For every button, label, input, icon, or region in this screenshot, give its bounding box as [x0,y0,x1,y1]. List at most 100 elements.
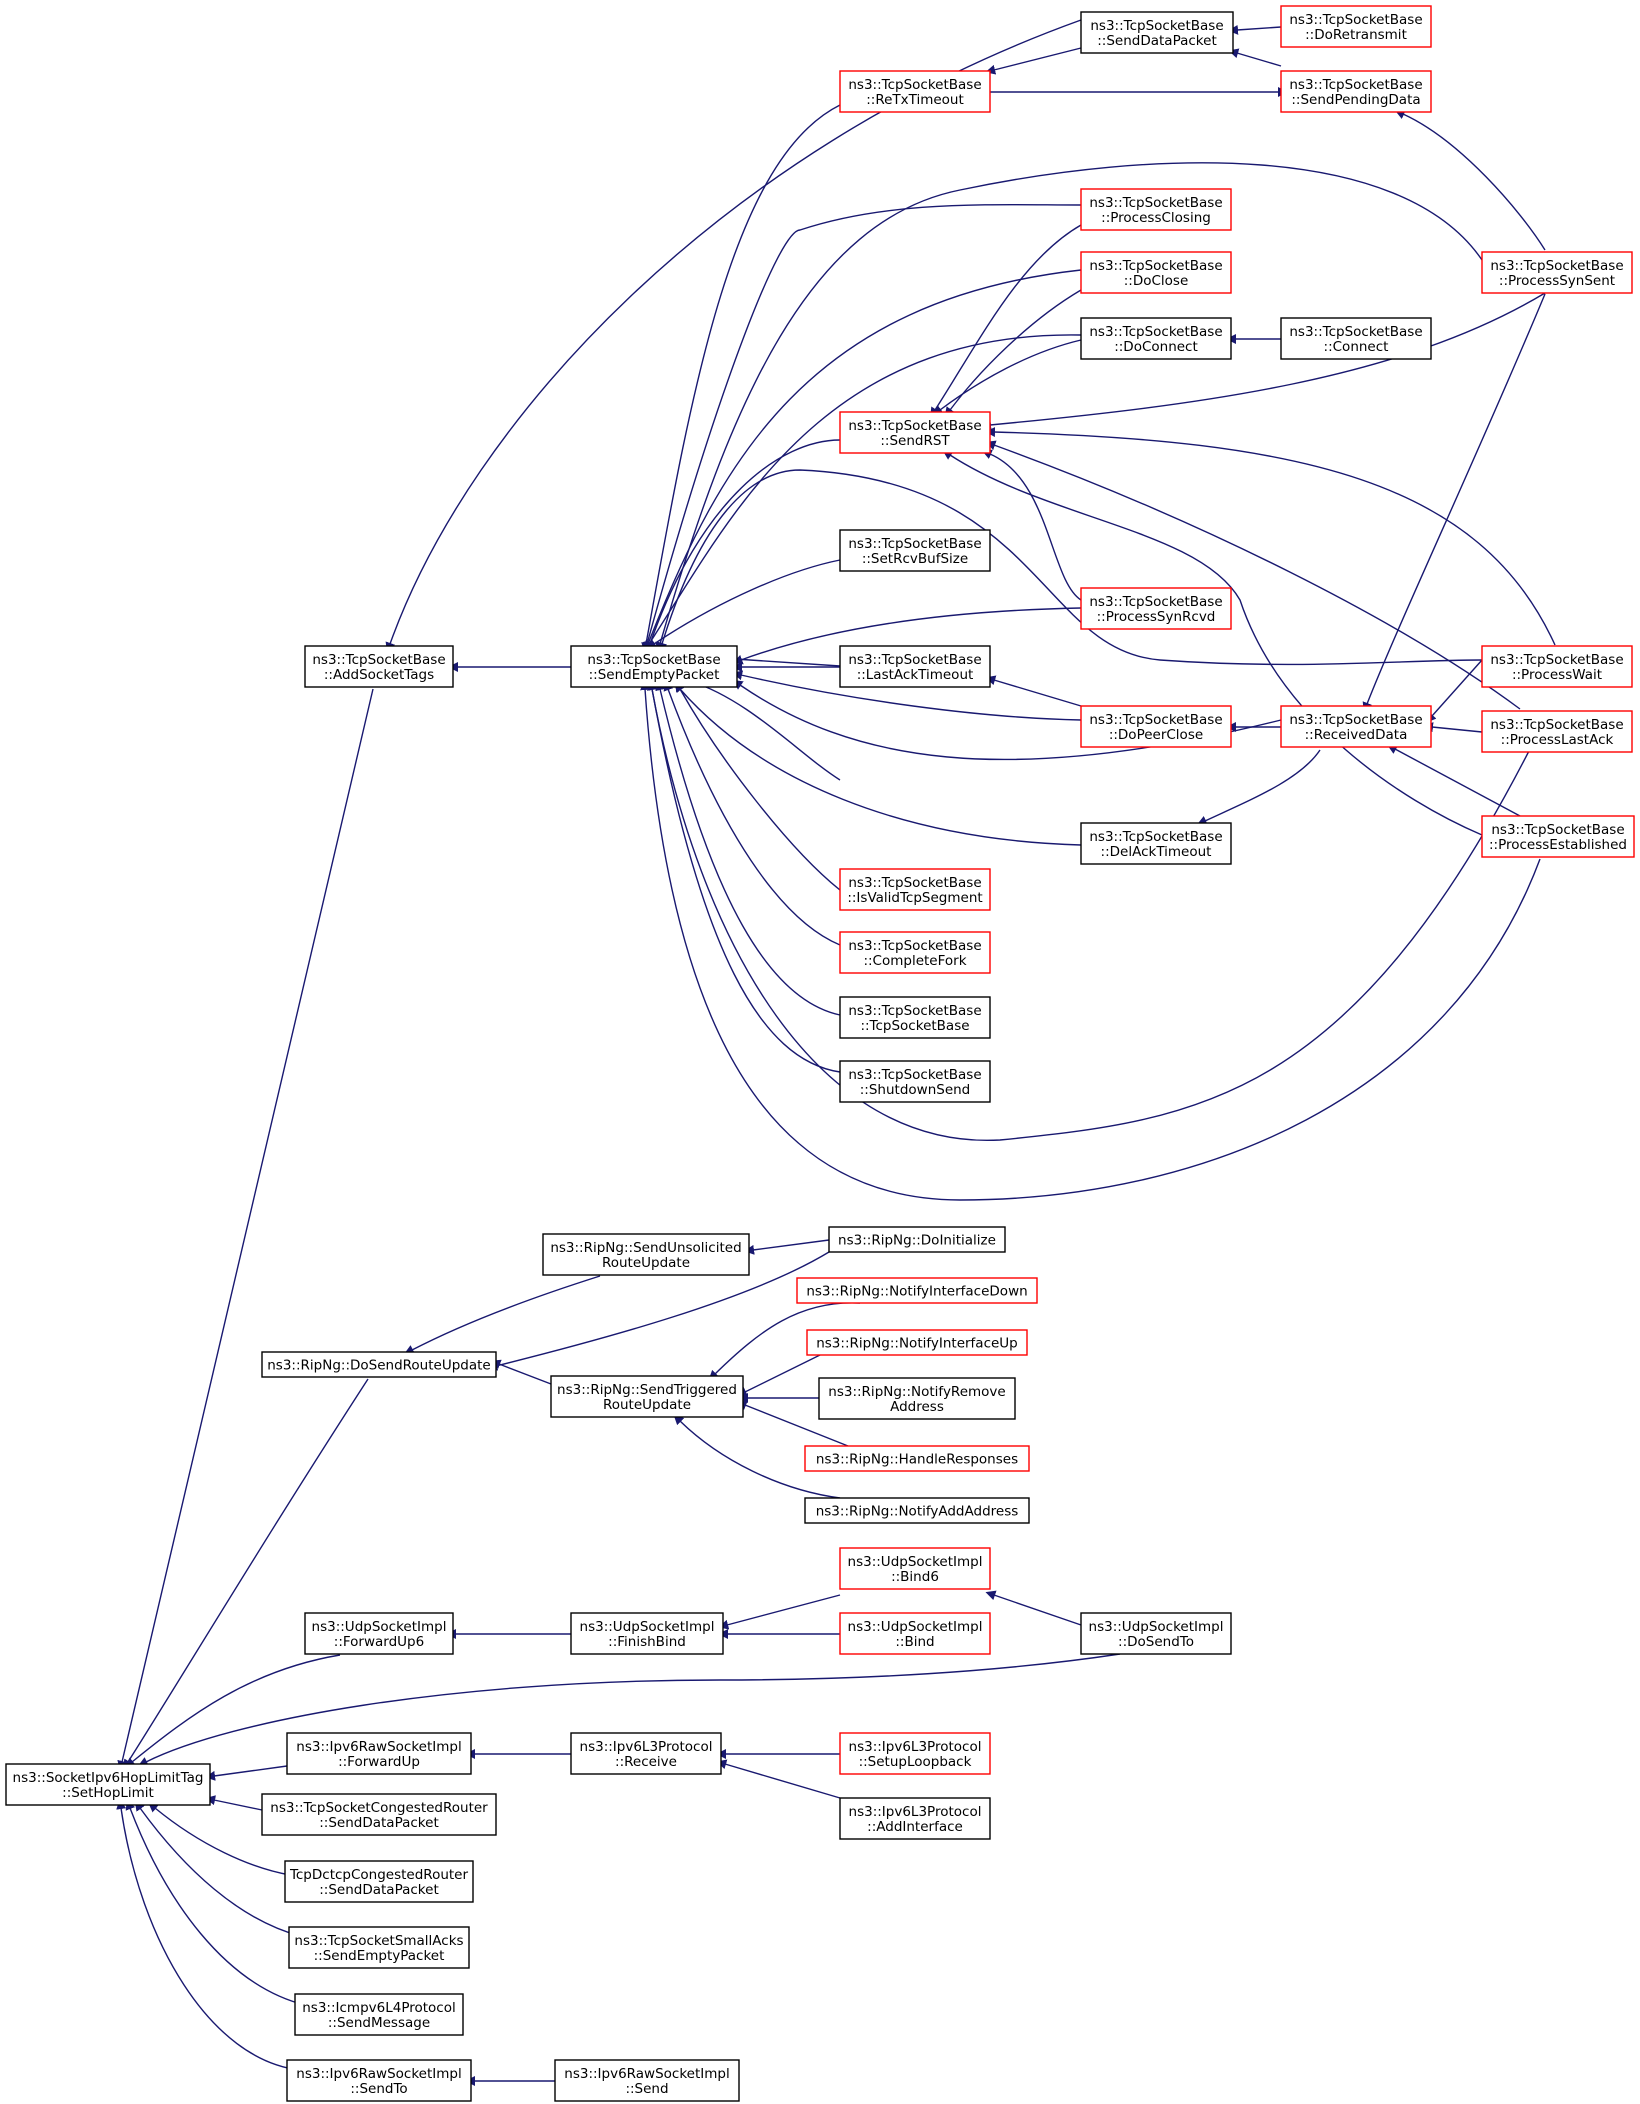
node-label-line: ::AddSocketTags [324,667,434,683]
node-box [1280,70,1432,113]
node-label-line: ::SetupLoopback [859,1754,972,1770]
call-edge [930,224,1082,418]
call-edge [134,1800,301,1937]
node-label-line: ::Send [625,2081,668,2097]
node-label-line: ns3::RipNg::SendTriggered [557,1382,737,1398]
node-box [286,2059,472,2102]
function-node-do-close[interactable]: ns3::TcpSocketBase::DoClose [1080,251,1232,294]
function-nodes: ns3::SocketIpv6HopLimitTag::SetHopLimitn… [5,5,1635,2102]
function-node-ipv6-l3-setup-loopback[interactable]: ns3::Ipv6L3Protocol::SetupLoopback [839,1732,991,1775]
call-edge [490,1359,552,1385]
function-node-ipv6-raw-forward-up[interactable]: ns3::Ipv6RawSocketImpl::ForwardUp [286,1732,472,1775]
node-label-line: ns3::TcpSocketBase [312,652,445,668]
function-node-ipv6-l3-receive[interactable]: ns3::Ipv6L3Protocol::Receive [570,1732,722,1775]
node-box [1481,645,1633,688]
node-label-line: ns3::Ipv6RawSocketImpl [564,2066,729,2082]
node-label-line: ns3::RipNg::NotifyRemove [828,1384,1005,1400]
function-node-tcp-socket-base-ctor[interactable]: ns3::TcpSocketBase::TcpSocketBase [839,996,991,1039]
call-edge [1228,48,1282,67]
node-label-line: ::LastAckTimeout [857,667,974,683]
node-label-line: ns3::TcpSocketBase [848,1067,981,1083]
function-node-udp-do-send-to[interactable]: ns3::UdpSocketImpl::DoSendTo [1080,1612,1232,1655]
call-edge [716,1759,841,1799]
function-node-add-socket-tags[interactable]: ns3::TcpSocketBase::AddSocketTags [304,645,454,688]
function-node-complete-fork[interactable]: ns3::TcpSocketBase::CompleteFork [839,931,991,974]
node-box [5,1763,211,1806]
call-edge [985,440,1521,710]
node-box [570,645,738,688]
node-label-line: ::SendPendingData [1291,92,1420,108]
node-label-line: ::TcpSocketBase [860,1018,969,1034]
call-edge [642,203,1082,653]
node-label-line: ::DoPeerClose [1109,727,1203,743]
node-box [294,1993,464,2036]
call-edge [744,1239,830,1255]
function-node-process-syn-rcvd[interactable]: ns3::TcpSocketBase::ProcessSynRcvd [1080,587,1232,630]
function-node-udp-bind6[interactable]: ns3::UdpSocketImpl::Bind6 [839,1547,991,1590]
function-node-rip-handle-responses[interactable]: ns3::RipNg::HandleResponses [804,1445,1030,1472]
function-node-shutdown-send[interactable]: ns3::TcpSocketBase::ShutdownSend [839,1060,991,1103]
function-node-process-syn-sent[interactable]: ns3::TcpSocketBase::ProcessSynSent [1481,251,1633,294]
function-node-ipv6-l3-add-interface[interactable]: ns3::Ipv6L3Protocol::AddInterface [839,1797,991,1840]
function-node-send-pending-data[interactable]: ns3::TcpSocketBase::SendPendingData [1280,70,1432,113]
node-label-line: ::Receive [615,1754,677,1770]
node-label-line: ::ReTxTimeout [866,92,964,108]
node-label-line: ns3::TcpSocketBase [1089,712,1222,728]
function-node-do-retransmit[interactable]: ns3::TcpSocketBase::DoRetransmit [1280,5,1432,48]
function-node-last-ack-timeout[interactable]: ns3::TcpSocketBase::LastAckTimeout [839,645,991,688]
function-node-send-r-s-t[interactable]: ns3::TcpSocketBase::SendRST [839,411,991,454]
call-edge [681,676,841,781]
function-node-re-tx-timeout[interactable]: ns3::TcpSocketBase::ReTxTimeout [839,70,991,113]
function-node-udp-forward-up6[interactable]: ns3::UdpSocketImpl::ForwardUp6 [304,1612,454,1655]
function-node-rip-notify-add-address[interactable]: ns3::RipNg::NotifyAddAddress [804,1497,1030,1524]
function-node-send-empty-packet[interactable]: ns3::TcpSocketBase::SendEmptyPacket [570,645,738,688]
node-label-line: ::Bind6 [891,1569,939,1585]
node-box [839,1547,991,1590]
node-label-line: ::AddInterface [867,1819,963,1835]
node-box [828,1226,1006,1253]
node-label-line: ::ProcessLastAck [1501,732,1614,748]
function-node-tcp-congested-router-send[interactable]: ns3::TcpSocketCongestedRouter::SendDataP… [261,1793,497,1836]
function-node-process-last-ack[interactable]: ns3::TcpSocketBase::ProcessLastAck [1481,710,1633,753]
node-label-line: ns3::UdpSocketImpl [580,1619,715,1635]
function-node-ipv6-raw-send-to[interactable]: ns3::Ipv6RawSocketImpl::SendTo [286,2059,472,2102]
function-node-process-wait[interactable]: ns3::TcpSocketBase::ProcessWait [1481,645,1633,688]
function-node-send-data-packet[interactable]: ns3::TcpSocketBase::SendDataPacket [1080,11,1234,54]
function-node-rip-notify-interface-up[interactable]: ns3::RipNg::NotifyInterfaceUp [806,1329,1028,1356]
node-box [839,1060,991,1103]
node-label-line: ::CompleteFork [863,953,966,969]
function-node-ipv6-raw-send[interactable]: ns3::Ipv6RawSocketImpl::Send [554,2059,740,2102]
function-node-rip-do-send-route-update[interactable]: ns3::RipNg::DoSendRouteUpdate [261,1351,497,1378]
node-box [839,645,991,688]
function-node-do-peer-close[interactable]: ns3::TcpSocketBase::DoPeerClose [1080,705,1232,748]
function-node-tcp-small-acks[interactable]: ns3::TcpSocketSmallAcks::SendEmptyPacket [288,1926,470,1969]
function-node-udp-bind[interactable]: ns3::UdpSocketImpl::Bind [839,1612,991,1655]
node-label-line: ns3::TcpSocketBase [1289,12,1422,28]
function-node-process-established[interactable]: ns3::TcpSocketBase::ProcessEstablished [1481,815,1635,858]
function-node-rip-notify-interface-down[interactable]: ns3::RipNg::NotifyInterfaceDown [796,1277,1038,1304]
node-label-line: ns3::TcpSocketBase [1490,717,1623,733]
node-label-line: ns3::TcpSocketBase [1490,652,1623,668]
node-label-line: ::SendMessage [328,2015,430,2031]
function-node-udp-finish-bind[interactable]: ns3::UdpSocketImpl::FinishBind [570,1612,724,1655]
function-node-icmpv6-send-message[interactable]: ns3::Icmpv6L4Protocol::SendMessage [294,1993,464,2036]
function-node-do-connect[interactable]: ns3::TcpSocketBase::DoConnect [1080,317,1232,360]
node-label-line: ::Bind [895,1634,934,1650]
node-label-line: ns3::TcpSocketSmallAcks [294,1933,463,1949]
function-node-connect[interactable]: ns3::TcpSocketBase::Connect [1280,317,1432,360]
function-node-set-rcv-buf-size[interactable]: ns3::TcpSocketBase::SetRcvBufSize [839,529,991,572]
function-node-tcp-dctcp-send[interactable]: TcpDctcpCongestedRouter::SendDataPacket [284,1860,474,1903]
node-label-line: ::ProcessClosing [1101,210,1211,226]
node-label-line: ns3::RipNg::HandleResponses [816,1452,1018,1468]
function-node-process-closing[interactable]: ns3::TcpSocketBase::ProcessClosing [1080,188,1232,231]
function-node-del-ack-timeout[interactable]: ns3::TcpSocketBase::DelAckTimeout [1080,822,1232,865]
node-label-line: ns3::RipNg::NotifyAddAddress [816,1504,1019,1520]
node-box [1280,5,1432,48]
node-label-line: ns3::RipNg::DoInitialize [838,1233,996,1249]
function-node-is-valid-tcp-segment[interactable]: ns3::TcpSocketBase::IsValidTcpSegment [839,868,991,911]
function-node-received-data[interactable]: ns3::TcpSocketBase::ReceivedData [1280,705,1432,748]
function-node-rip-do-initialize[interactable]: ns3::RipNg::DoInitialize [828,1226,1006,1253]
